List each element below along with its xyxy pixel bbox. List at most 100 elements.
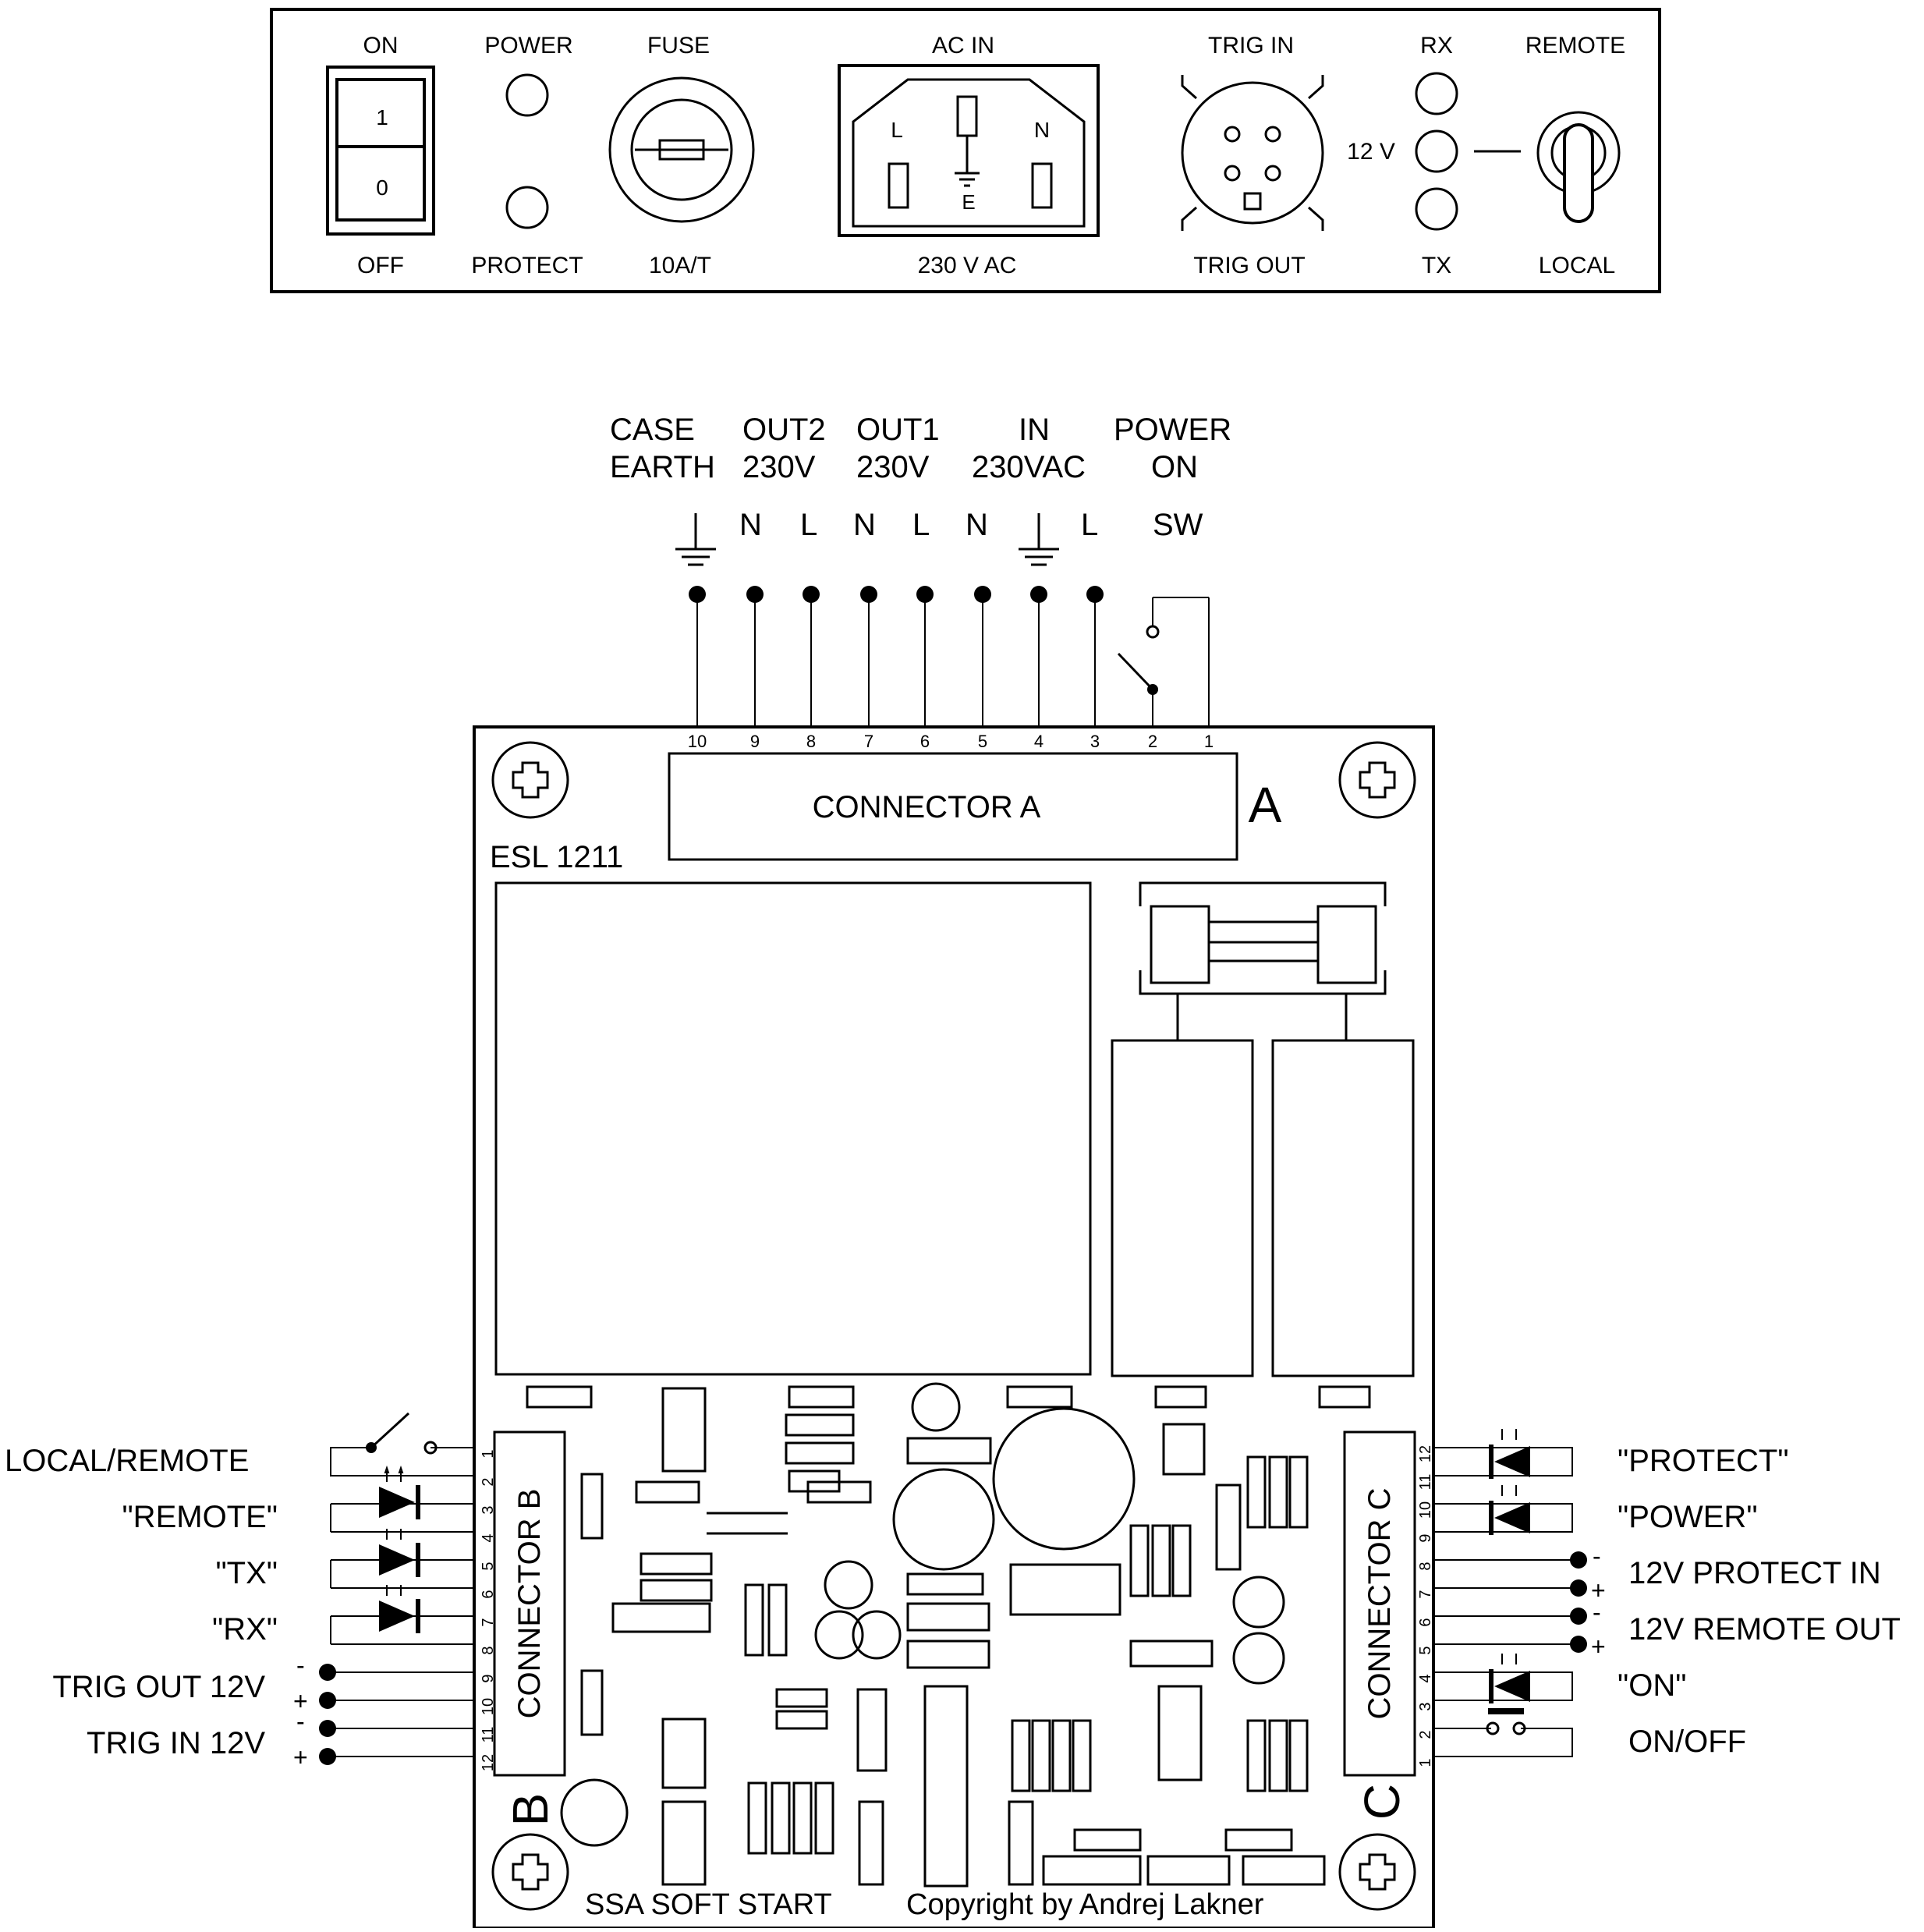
- remote-label: REMOTE: [1525, 33, 1625, 58]
- pin-label: 7: [1417, 1590, 1434, 1598]
- on-off-label: ON/OFF: [1628, 1725, 1746, 1759]
- screw-icon: [1338, 741, 1416, 819]
- led-tx-icon: [379, 1529, 420, 1577]
- pin-label: 3: [1090, 732, 1100, 751]
- out2-label: OUT2: [742, 413, 826, 447]
- in-voltage-label: 230VAC: [972, 450, 1086, 484]
- pin-label: 8: [806, 732, 816, 751]
- minus-label: -: [1593, 1542, 1601, 1570]
- connector-b-pin-numbers: 1 2 3 4 5 6 7 8 9 10 11 12: [480, 1449, 497, 1771]
- rx-led-label: "RX": [212, 1612, 278, 1647]
- rear-panel: ON 1 0 OFF POWER PROTECT FUSE 10A/T AC I…: [270, 8, 1661, 293]
- connector-c-letter: C: [1354, 1784, 1410, 1820]
- pin-label: 6: [1417, 1618, 1434, 1626]
- rx-led-icon: [1415, 72, 1458, 115]
- connector-a-letter: A: [1249, 777, 1282, 833]
- ground-icon: [675, 513, 716, 566]
- pcb-board: 10 9 8 7 6 5 4 3 2 1 CONNECTOR A A ESL 1…: [473, 725, 1435, 1930]
- terminal-n-9: N: [739, 508, 762, 542]
- switch-0-label: 0: [376, 175, 388, 200]
- pin-label: 3: [1417, 1702, 1434, 1710]
- trig-in-12v-label: TRIG IN 12V: [87, 1726, 265, 1760]
- right-wiring: [1432, 1429, 1587, 1757]
- plus-label: +: [1591, 1632, 1606, 1661]
- heatsink-block: [494, 881, 1092, 1376]
- pin-label: 5: [480, 1562, 497, 1570]
- plus-label: +: [1591, 1576, 1606, 1604]
- trig-out-12v-label: TRIG OUT 12V: [52, 1670, 265, 1704]
- pin-label: 9: [750, 732, 760, 751]
- power-led-wire-label: "POWER": [1618, 1500, 1758, 1534]
- footer-left-label: SSA SOFT START: [585, 1888, 832, 1921]
- earth-label: EARTH: [610, 450, 715, 484]
- local-remote-label: LOCAL/REMOTE: [5, 1444, 249, 1478]
- pin-label: 6: [480, 1590, 497, 1598]
- power-on-label-2: ON: [1151, 450, 1198, 484]
- panel-outline: [270, 8, 1661, 293]
- fuse-rating-label: 10A/T: [649, 253, 711, 278]
- pin-label: 11: [1417, 1474, 1434, 1491]
- led-protect-icon: [1489, 1429, 1530, 1479]
- pin-label: 7: [480, 1618, 497, 1626]
- pin-label: 5: [1417, 1646, 1434, 1654]
- pin-label: 12: [480, 1754, 497, 1771]
- remote-out-label: 12V REMOTE OUT: [1628, 1612, 1901, 1647]
- ac-inlet: AC IN L N E 230 V AC: [838, 33, 1100, 278]
- connector-a-pin-numbers: 10 9 8 7 6 5 4 3 2 1: [688, 732, 1214, 751]
- plus-label: +: [293, 1687, 308, 1715]
- on-led-wire-label: "ON": [1618, 1668, 1686, 1703]
- ac-n-label: N: [1034, 118, 1050, 142]
- power-led-icon: [505, 73, 549, 117]
- trig-out-label: TRIG OUT: [1193, 253, 1305, 278]
- connector-a-label: CONNECTOR A: [813, 790, 1041, 824]
- pin-label: 4: [1034, 732, 1043, 751]
- led-rx-icon: [379, 1585, 420, 1633]
- led-remote-icon: [379, 1465, 420, 1519]
- screw-icon: [491, 1833, 569, 1911]
- fuse-holder: FUSE 10A/T: [608, 33, 755, 278]
- terminal-n-7: N: [853, 508, 876, 542]
- pin-label: 5: [978, 732, 987, 751]
- ac-voltage-label: 230 V AC: [918, 253, 1017, 278]
- pin-label: 9: [1417, 1533, 1434, 1542]
- plus-label: +: [293, 1743, 308, 1771]
- case-label: CASE: [610, 413, 695, 447]
- pin-label: 10: [1417, 1501, 1434, 1519]
- tx-led-icon: [1415, 187, 1458, 231]
- pin-label: 11: [480, 1727, 497, 1743]
- pin-label: 9: [480, 1674, 497, 1682]
- push-button-icon: [1486, 1708, 1526, 1735]
- protect-in-label: 12V PROTECT IN: [1628, 1556, 1881, 1590]
- pin-label: 10: [688, 732, 707, 751]
- model-label: ESL 1211: [490, 840, 623, 874]
- trig-in-label: TRIG IN: [1208, 33, 1294, 58]
- pin-label: 10: [480, 1698, 497, 1715]
- right-labels: "PROTECT" "POWER" 12V PROTECT IN 12V REM…: [1591, 1444, 1901, 1759]
- switch-off-label: OFF: [357, 253, 404, 278]
- local-label: LOCAL: [1539, 253, 1615, 278]
- power-switch-symbol-icon: [1117, 597, 1210, 727]
- pin-label: 2: [1148, 732, 1157, 751]
- minus-label: -: [296, 1651, 305, 1679]
- ac-in-label: AC IN: [932, 33, 994, 58]
- pin-label: 2: [480, 1477, 497, 1486]
- led-on-icon: [1489, 1654, 1530, 1703]
- connector-a: [668, 752, 1238, 861]
- pin-label: 6: [920, 732, 930, 751]
- remote-local-toggle: REMOTE LOCAL: [1525, 33, 1625, 278]
- tx-label: TX: [1422, 253, 1451, 278]
- remote-led-label: "REMOTE": [122, 1500, 278, 1534]
- out2-voltage-label: 230V: [742, 450, 816, 484]
- connector-c-pin-numbers: 12 11 10 9 8 7 6 5 4 3 2 1: [1417, 1445, 1434, 1767]
- screw-icon: [491, 741, 569, 819]
- pin-label: 1: [1417, 1758, 1434, 1767]
- screw-icon: [1338, 1833, 1416, 1911]
- board-components: [560, 1382, 1326, 1888]
- terminal-l-3: L: [1081, 508, 1098, 542]
- board-fuse-holder: [1139, 881, 1387, 1040]
- connector-c: [1343, 1430, 1416, 1777]
- v12-label: 12 V: [1347, 139, 1395, 165]
- footer-right-label: Copyright by Andrej Lakner: [906, 1888, 1264, 1921]
- ac-l-label: L: [891, 118, 903, 142]
- left-labels: LOCAL/REMOTE "REMOTE" "TX" "RX" TRIG OUT…: [5, 1444, 308, 1771]
